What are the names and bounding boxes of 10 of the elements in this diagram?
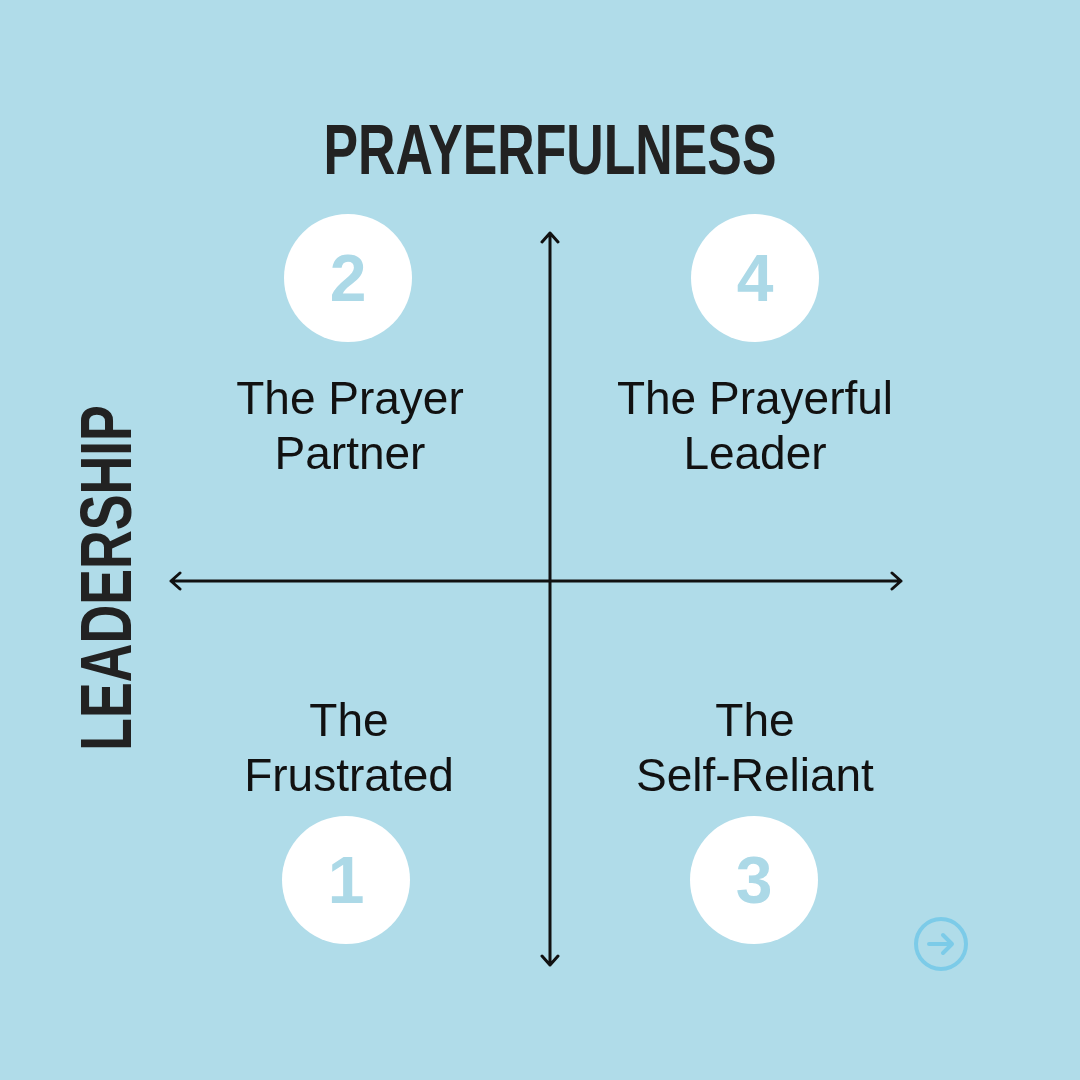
title: PRAYERFULNESS — [323, 115, 777, 185]
quadrant-label: The Prayerful Leader — [615, 371, 895, 481]
quadrant-number: 4 — [736, 245, 774, 311]
quadrant-label: The Self-Reliant — [635, 693, 875, 803]
quadrant-number: 1 — [327, 847, 365, 913]
quadrant-number: 3 — [735, 847, 773, 913]
axis-label: LEADERSHIP — [70, 405, 142, 751]
quadrant-label: The Frustrated — [243, 693, 455, 803]
quadrant-label: The Prayer Partner — [235, 371, 465, 481]
quadrant-number: 2 — [329, 245, 367, 311]
